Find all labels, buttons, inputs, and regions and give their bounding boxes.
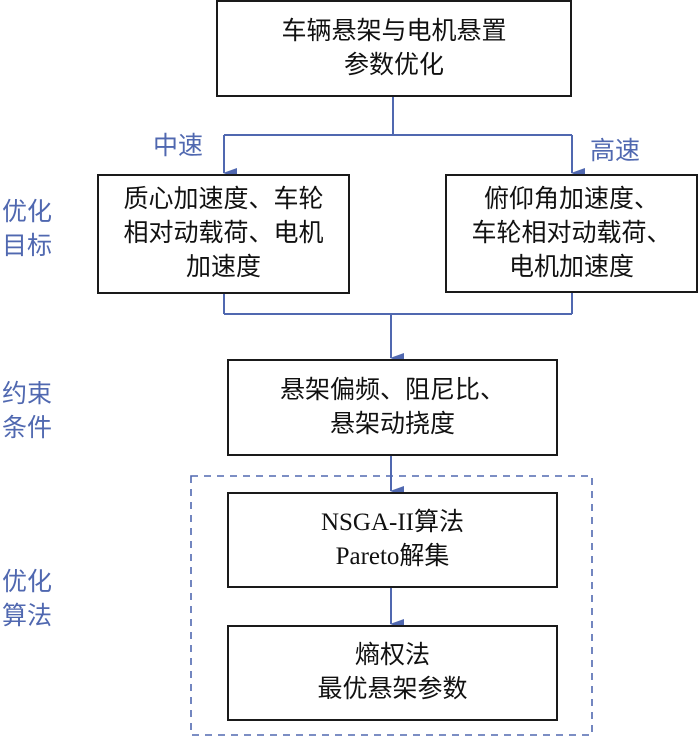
constraints-box: 悬架偏频、阻尼比、 悬架动挠度 — [227, 359, 558, 456]
medium-speed-objectives-box: 质心加速度、车轮 相对动载荷、电机 加速度 — [97, 174, 350, 294]
medium-speed-label: 中速 — [153, 133, 204, 160]
entropy-line-2: 最优悬架参数 — [317, 676, 468, 703]
side-label-constraints: 约束 条件 — [2, 381, 53, 442]
high-speed-label: 高速 — [590, 138, 641, 165]
root-box: 车辆悬架与电机悬置 参数优化 — [216, 0, 572, 97]
medium-line-2: 相对动载荷、电机 — [123, 220, 324, 247]
entropy-line-1: 熵权法 — [354, 642, 430, 669]
side-label-objectives: 优化 目标 — [2, 199, 53, 260]
high-line-3: 电机加速度 — [508, 253, 634, 281]
nsga-line-2: Pareto解集 — [335, 543, 450, 570]
high-line-1: 俯仰角加速度、 — [483, 185, 659, 213]
medium-line-3: 加速度 — [185, 254, 261, 281]
constraints-line-1: 悬架偏频、阻尼比、 — [279, 376, 505, 404]
nsga-box: NSGA-II算法 Pareto解集 — [227, 492, 558, 588]
medium-line-1: 质心加速度、车轮 — [123, 186, 324, 213]
nsga-line-1: NSGA-II算法 — [320, 509, 465, 536]
algorithm-group-dashed-border — [190, 475, 593, 736]
high-speed-objectives-box: 俯仰角加速度、 车轮相对动载荷、 电机加速度 — [445, 174, 698, 293]
side-label-algorithm: 优化 算法 — [2, 569, 53, 630]
root-line-2: 参数优化 — [343, 51, 444, 79]
root-line-1: 车辆悬架与电机悬置 — [281, 17, 507, 45]
entropy-box: 熵权法 最优悬架参数 — [227, 625, 558, 721]
constraints-line-2: 悬架动挠度 — [329, 410, 455, 438]
high-line-2: 车轮相对动载荷、 — [471, 219, 672, 247]
